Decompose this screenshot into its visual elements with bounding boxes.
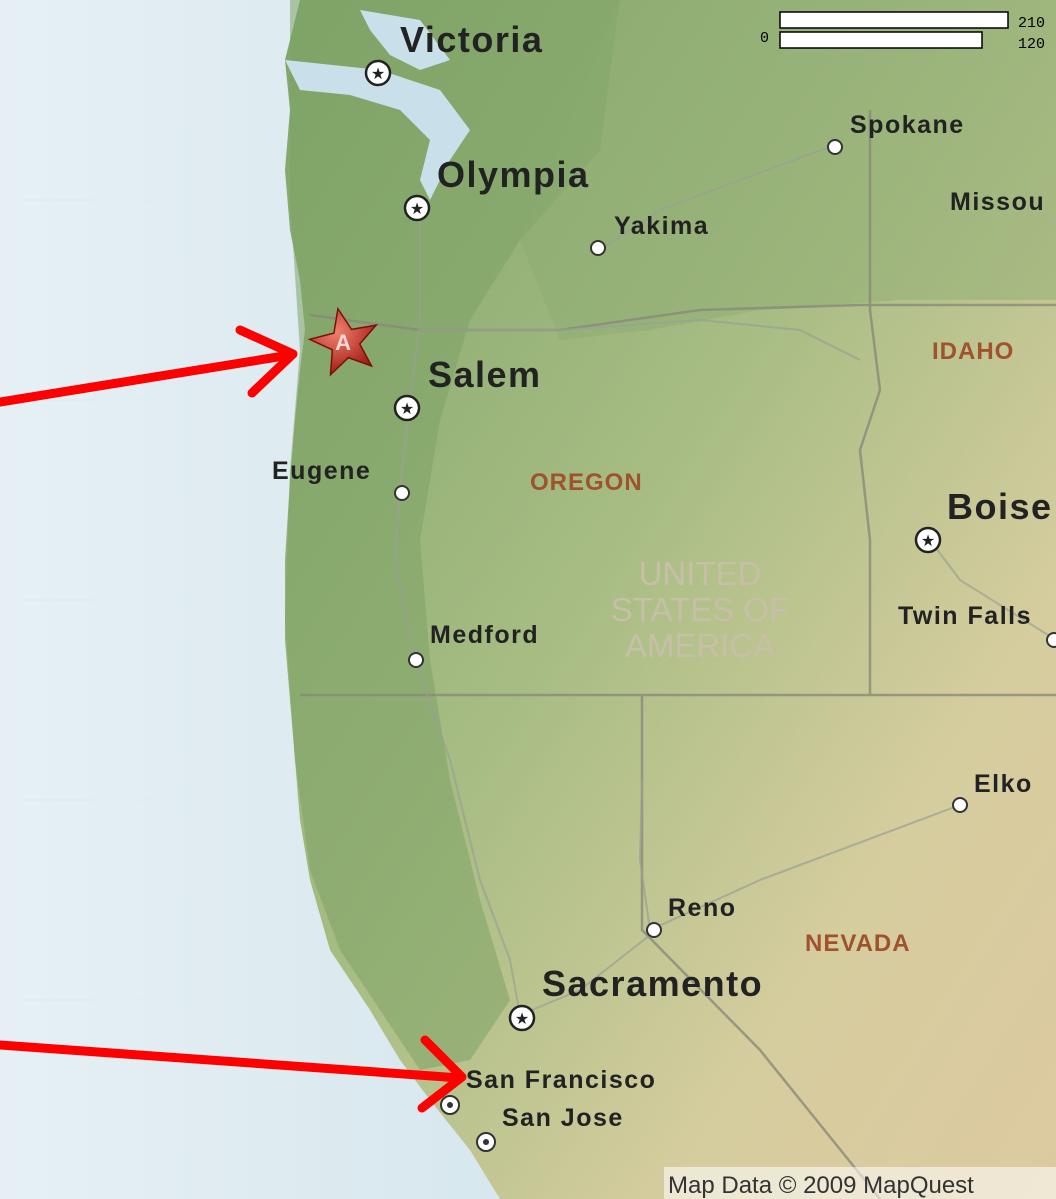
- label-idaho: IDAHO: [932, 338, 1014, 365]
- city-marker-yakima: [590, 240, 606, 256]
- marker-label: A: [335, 330, 351, 355]
- label-elko: Elko: [974, 770, 1033, 798]
- city-marker-eugene: [394, 485, 410, 501]
- capital-marker-salem: ★: [393, 394, 421, 422]
- svg-text:★: ★: [410, 199, 424, 218]
- scale-top: 210: [1018, 15, 1045, 32]
- scale-bottom: 120: [1018, 36, 1045, 53]
- label-yakima: Yakima: [614, 212, 709, 240]
- strait: [360, 10, 450, 70]
- label-country-line3: AMERICA: [625, 627, 775, 664]
- northern-forest: [520, 0, 1056, 340]
- scale-bar: 0 210 120: [760, 11, 1045, 53]
- city-dot-san-jose: [483, 1139, 489, 1145]
- city-dot-san-francisco: [447, 1102, 453, 1108]
- location-marker-a[interactable]: A: [305, 302, 385, 378]
- copyright-background: [664, 1167, 1056, 1199]
- capital-marker-olympia: ★: [403, 194, 431, 222]
- city-marker-medford: [408, 652, 424, 668]
- roads: [393, 144, 1056, 1016]
- city-marker-spokane: [827, 139, 843, 155]
- label-spokane: Spokane: [850, 111, 965, 139]
- label-reno: Reno: [668, 894, 737, 922]
- label-twin-falls: Twin Falls: [898, 602, 1032, 630]
- puget-sound: [285, 60, 470, 200]
- city-marker-twin-falls: [1046, 632, 1056, 648]
- annotation-arrow-bottom: [0, 1035, 467, 1113]
- capital-marker-boise: ★: [914, 526, 942, 554]
- label-olympia: Olympia: [437, 154, 590, 195]
- label-country-line2: STATES OF: [611, 591, 789, 628]
- label-sacramento: Sacramento: [542, 963, 763, 1004]
- label-san-francisco: San Francisco: [466, 1066, 656, 1094]
- svg-text:★: ★: [515, 1009, 529, 1028]
- capital-marker-sacramento: ★: [508, 1004, 536, 1032]
- label-medford: Medford: [430, 621, 539, 649]
- label-oregon: OREGON: [530, 469, 643, 496]
- label-missoula: Missou: [950, 188, 1045, 216]
- scale-zero: 0: [760, 30, 769, 47]
- city-marker-elko: [952, 797, 968, 813]
- label-salem: Salem: [428, 354, 542, 395]
- svg-text:★: ★: [371, 64, 385, 83]
- label-boise: Boise: [947, 486, 1053, 527]
- label-eugene: Eugene: [272, 457, 371, 485]
- svg-text:★: ★: [400, 399, 414, 418]
- label-victoria: Victoria: [400, 19, 543, 60]
- svg-text:★: ★: [921, 531, 935, 550]
- capital-marker-victoria: ★: [364, 59, 392, 87]
- forest-area: [285, 0, 620, 1070]
- label-country-line1: UNITED: [639, 555, 762, 592]
- annotation-arrow-top: [0, 325, 298, 407]
- ocean-texture: [20, 199, 300, 1001]
- copyright: Map Data © 2009 MapQuest: [668, 1172, 974, 1199]
- label-san-jose: San Jose: [502, 1104, 624, 1132]
- city-marker-reno: [646, 922, 662, 938]
- label-nevada: NEVADA: [805, 930, 911, 957]
- capital-markers: ★ ★ ★ ★ ★: [364, 59, 942, 1032]
